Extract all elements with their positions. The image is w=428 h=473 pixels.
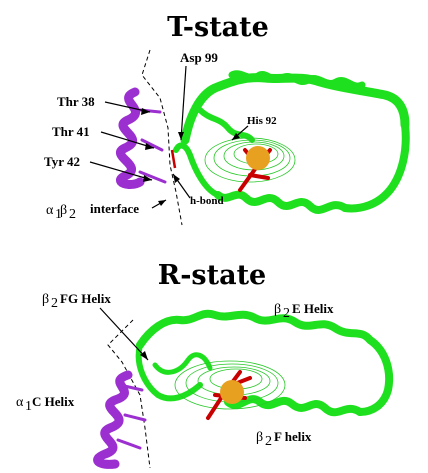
f-beta: β [256, 430, 263, 445]
r-interface-line [107, 319, 151, 469]
e-beta: β [274, 302, 281, 317]
t-state-title: T-state [167, 12, 269, 43]
e-sub: 2 [283, 306, 290, 321]
label-f-helix: β 2 F helix [256, 429, 312, 449]
interface-sub1: 1 [55, 207, 62, 222]
label-asp99: Asp 99 [180, 50, 218, 65]
label-thr41: Thr 41 [52, 124, 90, 139]
label-c-helix: α 1 C Helix [16, 394, 75, 414]
t-interface-line [141, 49, 183, 226]
c-alpha: α [16, 395, 24, 410]
fg-beta: β [42, 292, 49, 307]
t-heme [204, 137, 296, 192]
e-text: E Helix [292, 301, 334, 316]
interface-word: interface [90, 201, 139, 216]
interface-alpha: α [46, 203, 54, 218]
r-purple-helix [93, 370, 147, 469]
arrow-tyr42 [89, 161, 153, 181]
r-iron-atom [220, 380, 244, 404]
label-tyr42: Tyr 42 [44, 154, 80, 169]
label-his92: His 92 [247, 115, 277, 127]
t-iron-atom [246, 146, 270, 170]
arrow-asp99 [180, 65, 187, 141]
r-state-title: R-state [158, 260, 266, 291]
c-text: C Helix [32, 394, 75, 409]
f-sub: 2 [265, 434, 272, 449]
interface-sub2: 2 [69, 207, 76, 222]
label-thr38: Thr 38 [57, 94, 95, 109]
label-e-helix: β 2 E Helix [274, 301, 334, 321]
fg-sub: 2 [51, 296, 58, 311]
c-sub: 1 [25, 399, 32, 414]
f-text: F helix [274, 429, 312, 444]
label-interface: α 1 β 2 interface [46, 201, 139, 222]
arrow-fg-helix [99, 307, 149, 361]
t-purple-helix [115, 87, 177, 189]
r-heme [174, 360, 286, 420]
r-green-helices [135, 309, 393, 417]
fg-text: FG Helix [60, 291, 111, 306]
t-state-panel: T-state Asp 99 [44, 12, 410, 226]
label-hbond: h-bond [190, 195, 224, 207]
interface-beta: β [60, 203, 67, 218]
arrow-thr41 [100, 131, 155, 149]
label-fg-helix: β 2 FG Helix [42, 291, 111, 311]
t-green-helices [173, 70, 410, 214]
r-state-panel: R-state β 2 FG Helix [16, 260, 393, 469]
